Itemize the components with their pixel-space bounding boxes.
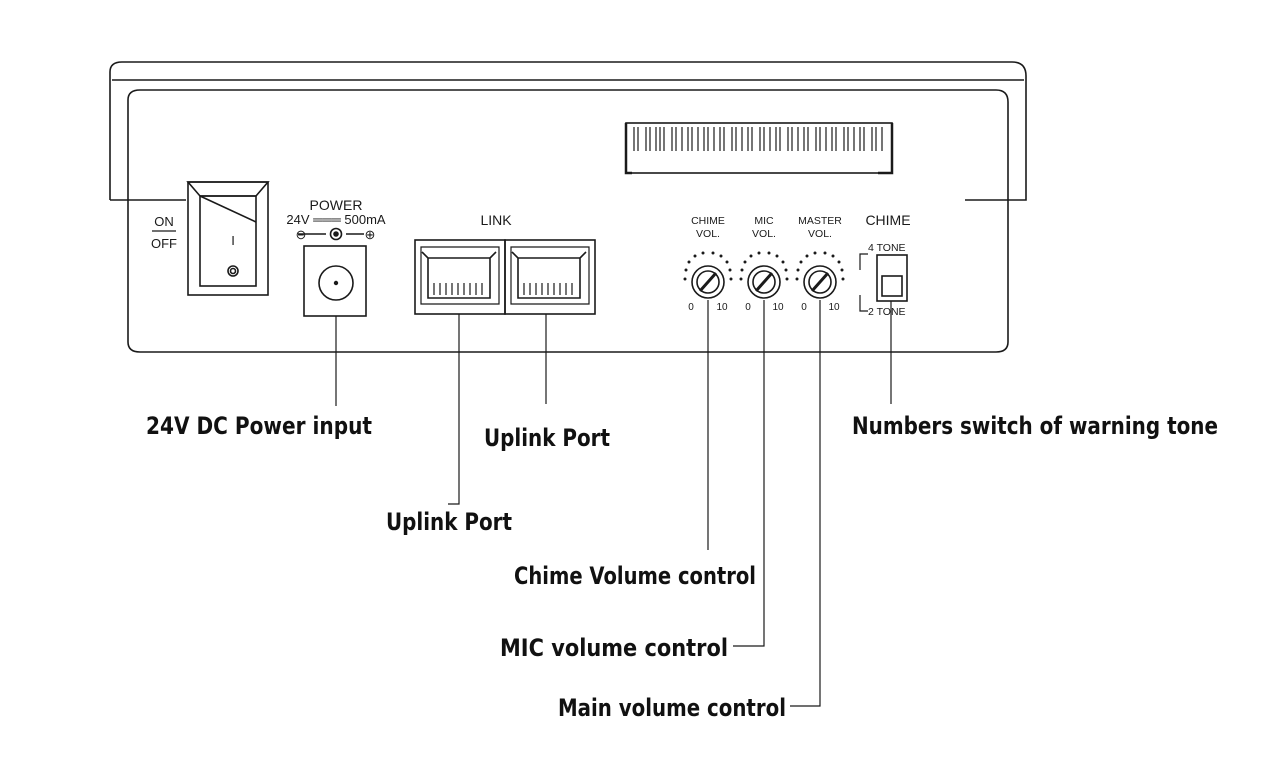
master-volume-knob[interactable] [803, 265, 837, 299]
callout-mic-volume: MIC volume control [500, 634, 728, 662]
chime-vol-label-2: VOL. [696, 228, 720, 240]
chime-volume-knob[interactable] [691, 265, 725, 299]
mic-vol-max: 10 [772, 302, 784, 313]
mic-vol-label-2: VOL. [752, 228, 776, 240]
leader-uplink-port-1 [448, 314, 460, 505]
callout-uplink-port-1: Uplink Port [386, 508, 512, 536]
mic-volume-knob[interactable] [747, 265, 781, 299]
callout-uplink-port-2: Uplink Port [484, 424, 610, 452]
leader-main-volume [790, 300, 821, 707]
master-vol-max: 10 [828, 302, 840, 313]
master-vol-label-2: VOL. [808, 228, 832, 240]
chime-4-tone-label: 4 TONE [868, 242, 906, 254]
uplink-port-2-jack[interactable] [504, 239, 596, 315]
callout-power-input: 24V DC Power input [146, 412, 372, 440]
chime-vol-max: 10 [716, 302, 728, 313]
vent-grille [625, 122, 893, 174]
switch-on-label: ON [154, 214, 174, 229]
chime-tone-switch[interactable] [876, 254, 908, 302]
switch-off-label: OFF [151, 236, 177, 251]
power-minus-symbol: ⊖ [296, 227, 307, 242]
callout-main-volume: Main volume control [558, 694, 786, 722]
link-title: LINK [480, 212, 512, 228]
chime-vol-min: 0 [688, 302, 694, 313]
power-plus-symbol: ⊕ [365, 227, 376, 242]
callout-chime-volume: Chime Volume control [514, 562, 756, 590]
chime-2-tone-label: 2 TONE [868, 306, 906, 318]
dc-power-jack[interactable] [303, 245, 367, 317]
mic-vol-label-1: MIC [754, 215, 774, 227]
vent-slots [633, 127, 883, 151]
master-vol-label-1: MASTER [798, 215, 842, 227]
mic-vol-min: 0 [745, 302, 751, 313]
power-rating: 24V ═══ 500mA [286, 212, 386, 227]
leader-mic-volume [733, 300, 765, 647]
callout-tone-switch: Numbers switch of warning tone [852, 412, 1218, 440]
back-panel-outline [127, 89, 1009, 353]
chime-vol-label-1: CHIME [691, 215, 725, 227]
chime-title: CHIME [865, 212, 910, 228]
housing-top-outline [109, 61, 1027, 201]
rocker-mark: I [231, 233, 235, 248]
power-title: POWER [310, 197, 363, 213]
master-vol-min: 0 [801, 302, 807, 313]
